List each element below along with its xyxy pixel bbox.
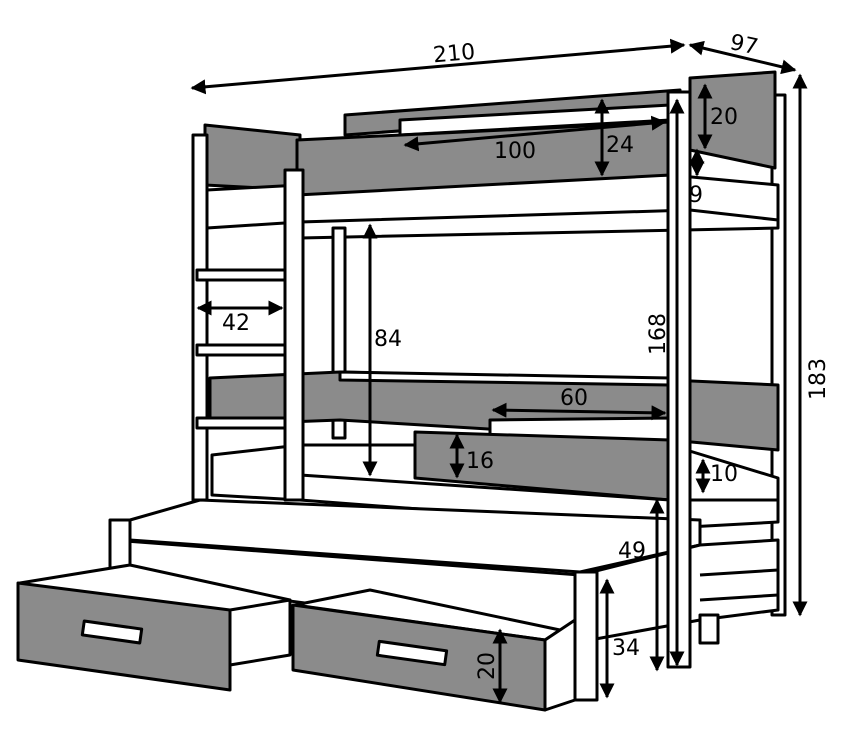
trundle-front-post (573, 570, 599, 702)
ladder-left-post (191, 133, 209, 502)
label-trundle: 34 (612, 636, 640, 661)
ladder-right-post (283, 168, 305, 502)
label-lower-panel: 60 (560, 386, 588, 411)
label-headboard: 20 (710, 105, 738, 130)
dim-line-length (190, 38, 686, 95)
dim-line-lower-panel (491, 402, 667, 421)
rear-right-post (770, 93, 787, 617)
label-depth: 97 (728, 30, 761, 60)
label-ladder: 42 (222, 311, 250, 336)
label-gap: 9 (689, 183, 703, 208)
drawer-right-side (543, 618, 577, 712)
ladder-rung (195, 343, 289, 357)
dim-line-top-panel (403, 115, 667, 152)
front-right-post (666, 90, 692, 669)
label-lower-gap: 10 (710, 462, 738, 487)
label-top-panel-height: 24 (606, 133, 634, 158)
drawer-left-handle (80, 619, 144, 645)
label-lower-bed: 49 (618, 539, 646, 564)
ladder-rung (195, 268, 289, 282)
ladder-rung (195, 416, 289, 430)
label-length: 210 (432, 40, 476, 69)
trundle-slat (699, 568, 779, 577)
foot (698, 613, 720, 645)
drawer-right-handle (375, 639, 449, 667)
label-clearance: 84 (374, 327, 402, 352)
label-drawer: 20 (475, 652, 500, 680)
trundle-slat (699, 593, 779, 602)
dim-line-depth (688, 40, 797, 75)
drawer-left-side (228, 598, 292, 667)
label-top-bed-height: 168 (646, 313, 671, 355)
label-total-height: 183 (806, 358, 831, 400)
label-top-panel: 100 (494, 139, 536, 164)
label-lower-panel-height: 16 (466, 449, 494, 474)
